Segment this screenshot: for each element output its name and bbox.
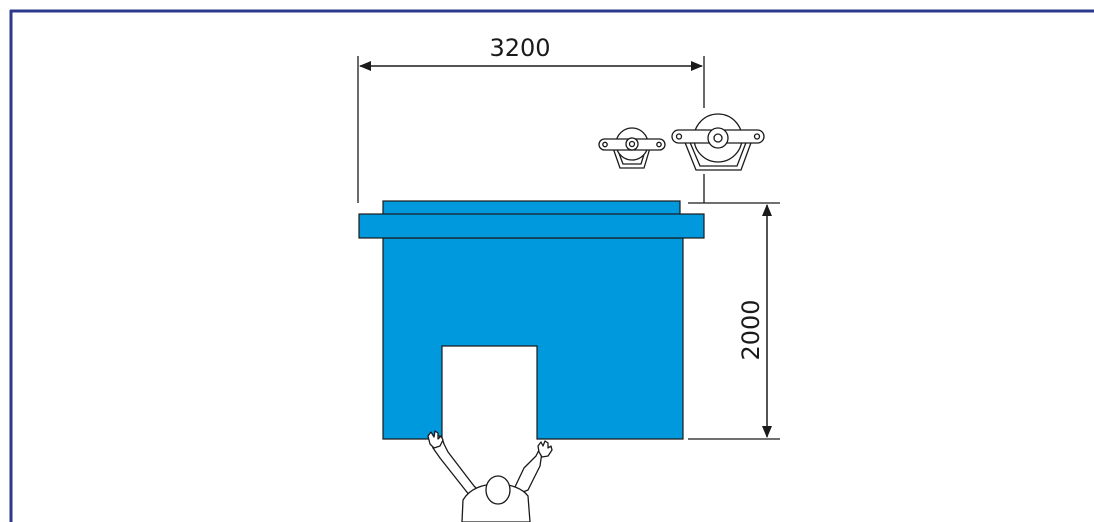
depth-dimension: 2000	[688, 202, 780, 440]
width-dimension: 3200	[357, 34, 705, 203]
saw-blade-large-icon	[671, 113, 765, 171]
machine-top-rail	[382, 200, 681, 216]
width-label: 3200	[489, 34, 550, 62]
machine-sliding-table	[358, 213, 705, 239]
machine-footprint	[358, 200, 705, 440]
depth-label: 2000	[737, 299, 765, 360]
machine-body	[382, 237, 684, 440]
saw-blade-small-icon	[598, 127, 666, 169]
operator-icon	[427, 430, 553, 522]
